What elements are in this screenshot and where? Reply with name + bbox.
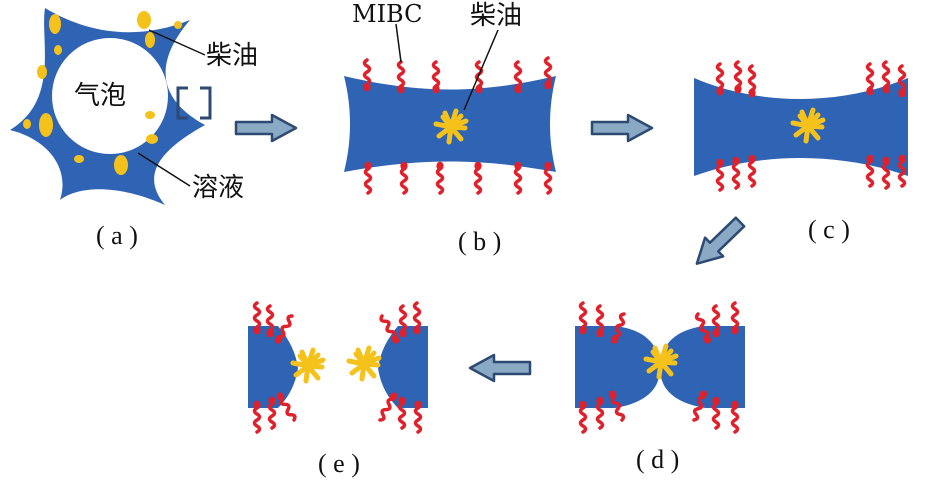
liquid-film-d xyxy=(575,326,660,408)
process-arrow-4 xyxy=(468,353,532,383)
panel-a: 气泡 柴油 溶液 ( a ) xyxy=(10,8,258,250)
panel-e: ( e ) xyxy=(248,301,428,478)
process-arrow-2 xyxy=(590,113,654,143)
panel-label-b: ( b ) xyxy=(458,227,501,256)
leader-solution xyxy=(137,152,191,187)
diesel-oil-e-right xyxy=(349,348,379,379)
gas-bubble xyxy=(52,38,168,154)
leader-mibc xyxy=(395,23,402,63)
process-arrow-3 xyxy=(686,211,751,275)
panel-b: MIBC 柴油 ( b ) xyxy=(344,0,556,256)
diesel-label-b: 柴油 xyxy=(470,1,522,31)
leader-diesel-b xyxy=(463,29,499,111)
solution-label: 溶液 xyxy=(192,173,244,203)
panel-label-d: ( d ) xyxy=(636,445,679,474)
panel-label-e: ( e ) xyxy=(318,449,360,478)
panel-d: ( d ) xyxy=(575,301,745,474)
film-bracket xyxy=(176,86,188,120)
mibc-top-e xyxy=(251,301,423,347)
panel-label-a: ( a ) xyxy=(96,221,138,250)
liquid-film-d-right xyxy=(660,326,745,408)
liquid-film-e-left xyxy=(248,326,298,408)
mibc-bottom-e xyxy=(251,389,424,434)
bubble-label: 气泡 xyxy=(74,81,126,111)
mibc-label: MIBC xyxy=(352,0,423,28)
panel-c: ( c ) xyxy=(694,60,908,244)
process-arrow-1 xyxy=(234,113,298,143)
diesel-label-a: 柴油 xyxy=(206,41,258,71)
diesel-oil-e-left xyxy=(293,350,323,381)
leader-diesel-a xyxy=(148,29,206,56)
film-bracket-right xyxy=(200,86,212,120)
liquid-film-e-right xyxy=(378,326,428,408)
diesel-droplets xyxy=(23,11,182,175)
panel-label-c: ( c ) xyxy=(808,215,850,244)
